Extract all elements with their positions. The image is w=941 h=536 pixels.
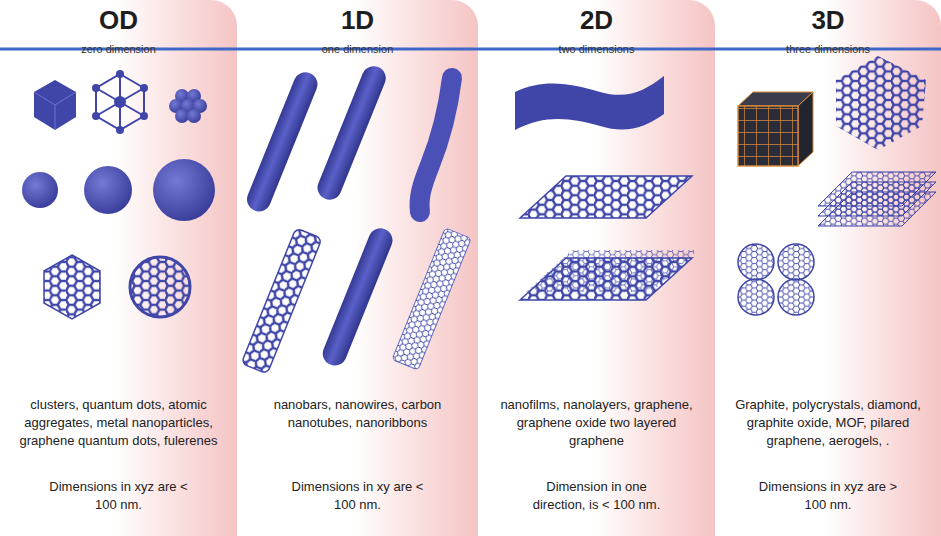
material-list: nanofilms, nanolayers, graphene, graphen…: [497, 396, 697, 450]
dimension-heading: 2D: [580, 6, 613, 35]
size-rule: Dimensions in xyz are < 100 nm.: [44, 478, 194, 514]
material-list: clusters, quantum dots, atomic aggregate…: [19, 396, 219, 450]
material-list: nanobars, nanowires, carbon nanotubes, n…: [258, 396, 458, 432]
size-rule: Dimensions in xy are < 100 nm.: [283, 478, 433, 514]
dimension-panel: OD zero dimension clusters, quantum dots, …: [0, 0, 237, 536]
size-rule: Dimension in one direction, is < 100 nm.: [522, 478, 672, 514]
header-rule: [0, 48, 941, 51]
dimension-subtitle: two dimensions: [559, 43, 635, 56]
dimension-subtitle: one dimension: [322, 43, 394, 56]
material-list: Graphite, polycrystals, diamond, graphit…: [728, 396, 928, 450]
size-rule: Dimensions in xyz are > 100 nm.: [753, 478, 903, 514]
dimension-heading: 3D: [811, 6, 844, 35]
dimension-subtitle: three dimensions: [786, 43, 870, 56]
dimension-heading: 1D: [341, 6, 374, 35]
two-d-figures: [515, 76, 698, 300]
one-d-figures: [241, 63, 471, 374]
zero-d-figures: [22, 70, 215, 319]
dimension-subtitle: zero dimension: [81, 43, 156, 56]
three-d-figures: [738, 56, 936, 315]
dimension-heading: OD: [99, 6, 138, 35]
